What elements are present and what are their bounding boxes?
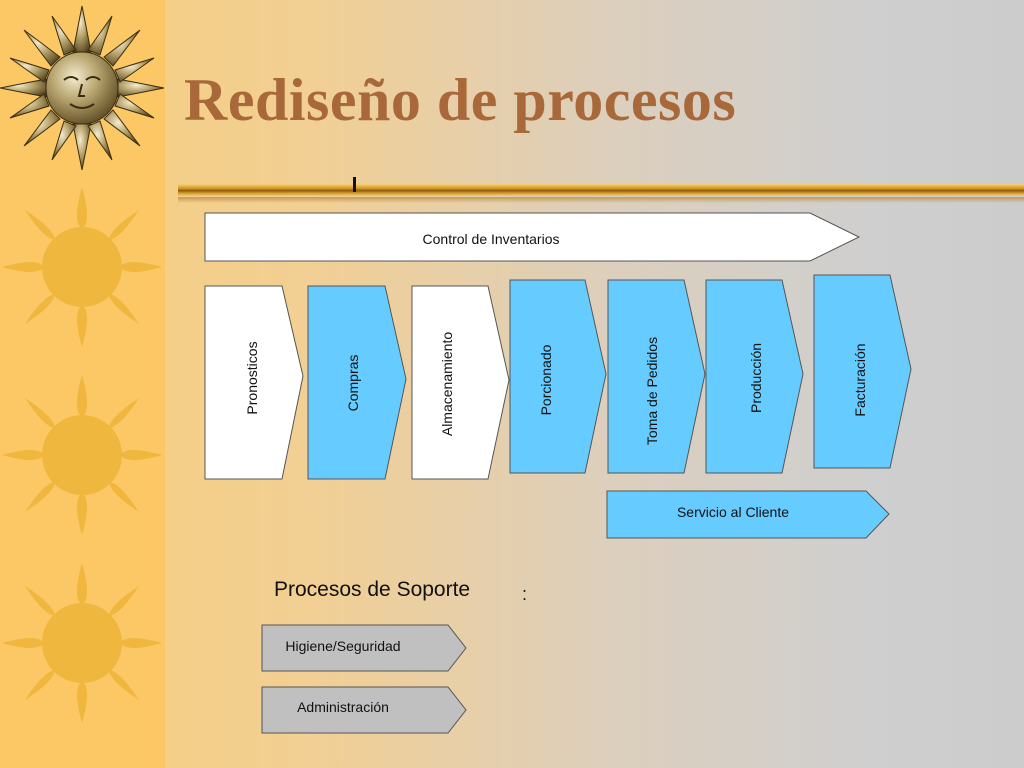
process-label: Facturación bbox=[852, 343, 868, 416]
process-label: Pronosticos bbox=[244, 341, 260, 414]
support-arrow-administracion: Administración bbox=[261, 686, 467, 734]
sun-face-icon bbox=[0, 5, 165, 170]
process-arrow-servicio-al-cliente: Servicio al Cliente bbox=[606, 490, 890, 539]
chevron-shape bbox=[307, 285, 407, 480]
support-shape bbox=[261, 686, 467, 734]
process-chevron-toma-de-pedidos: Toma de Pedidos bbox=[607, 279, 706, 474]
support-shape bbox=[261, 624, 467, 672]
support-arrow-higiene-seguridad: Higiene/Seguridad bbox=[261, 624, 467, 672]
title-divider-shadow bbox=[178, 197, 1024, 203]
title-divider bbox=[178, 184, 1024, 196]
chevron-shape bbox=[204, 285, 304, 480]
process-chevron-almacenamiento: Almacenamiento bbox=[411, 285, 510, 480]
divider-tick-mark bbox=[353, 177, 356, 192]
process-chevron-compras: Compras bbox=[307, 285, 407, 480]
support-label: Administración bbox=[297, 699, 389, 715]
process-arrow-control-inventarios: Control de Inventarios bbox=[204, 212, 861, 262]
process-chevron-pronosticos: Pronosticos bbox=[204, 285, 304, 480]
chevron-shape bbox=[705, 279, 804, 474]
process-label: Toma de Pedidos bbox=[644, 337, 660, 445]
sun-icon bbox=[2, 563, 162, 723]
process-label: Porcionado bbox=[538, 344, 554, 415]
chevron-shape bbox=[607, 279, 706, 474]
process-chevron-facturacion: Facturación bbox=[813, 274, 912, 469]
sun-icon bbox=[2, 187, 162, 347]
chevron-shape bbox=[813, 274, 912, 469]
process-label: Compras bbox=[345, 355, 361, 412]
sun-icon bbox=[2, 375, 162, 535]
process-label: Producción bbox=[748, 343, 764, 413]
decorative-left-strip bbox=[0, 0, 165, 768]
process-chevron-porcionado: Porcionado bbox=[509, 279, 607, 474]
chevron-shape bbox=[509, 279, 607, 474]
process-label: Almacenamiento bbox=[439, 332, 455, 436]
support-heading: Procesos de Soporte bbox=[274, 578, 471, 601]
page-title: Rediseño de procesos bbox=[184, 67, 737, 133]
process-chevron-produccion: Producción bbox=[705, 279, 804, 474]
support-label: Higiene/Seguridad bbox=[285, 638, 400, 654]
chevron-shape bbox=[411, 285, 510, 480]
support-heading-colon: : bbox=[522, 584, 528, 604]
process-label: Servicio al Cliente bbox=[677, 504, 789, 520]
process-label: Control de Inventarios bbox=[423, 231, 560, 247]
